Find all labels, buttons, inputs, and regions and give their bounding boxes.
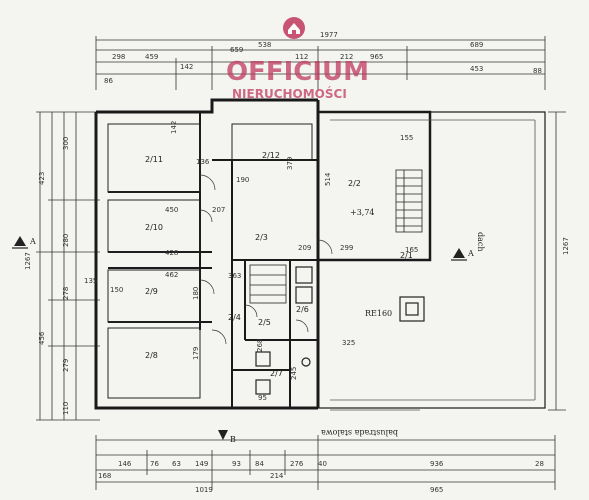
dim-in-v: 514 xyxy=(324,172,332,186)
dim-top-left-a: 86 xyxy=(104,77,113,85)
terrace-outline xyxy=(330,119,536,411)
dim-top-row4b: 142 xyxy=(180,63,193,71)
dim-bottom-e: 276 xyxy=(290,460,304,468)
right-dimension-lines xyxy=(548,111,566,411)
room-2-3: 2/3 xyxy=(255,233,268,242)
dim-bottom-m: 84 xyxy=(255,460,264,468)
left-dimension-lines xyxy=(36,111,100,421)
dim-top-row4e: 965 xyxy=(370,53,383,61)
roof-label: dach xyxy=(476,232,485,252)
dim-in-f: 428 xyxy=(165,249,178,257)
dim-top-row2b: 689 xyxy=(470,41,483,49)
watermark-brand-line1: OFFICIUM xyxy=(226,57,369,87)
dim-top-row4a: 298 xyxy=(112,53,125,61)
section-marker-left xyxy=(12,236,28,249)
dim-left-c: 300 xyxy=(62,137,70,150)
dim-in-k: 245 xyxy=(290,367,298,380)
room-2-6: 2/6 xyxy=(296,305,309,314)
dim-in-s: 142 xyxy=(170,121,178,134)
section-b-label: B xyxy=(230,435,236,444)
room-2-9: 2/9 xyxy=(145,287,158,296)
dim-left-d: 280 xyxy=(62,234,70,247)
dim-in-g: 462 xyxy=(165,271,178,279)
dim-in-u: 379 xyxy=(286,157,294,170)
dim-bottom-b: 936 xyxy=(430,460,444,468)
fixture-boxes xyxy=(255,266,425,395)
dim-left-e: 278 xyxy=(62,287,70,300)
section-a-right-label: A xyxy=(467,249,474,258)
room-boxes xyxy=(107,123,313,399)
dim-bottom-d: 93 xyxy=(232,460,241,468)
bottom-dimension-lines xyxy=(95,435,556,490)
dim-in-q: 135 xyxy=(84,277,97,285)
dim-top-right-a: 88 xyxy=(533,67,542,75)
dim-in-i: 180 xyxy=(192,287,200,300)
room-2-12: 2/12 xyxy=(262,151,280,160)
dim-in-r: 150 xyxy=(110,286,123,294)
dim-left-a: 423 xyxy=(38,172,46,185)
room-2-2: 2/2 xyxy=(348,179,361,188)
stairs xyxy=(249,169,423,304)
dim-bottom-l: 149 xyxy=(195,460,208,468)
dim-in-a: 136 xyxy=(196,158,210,166)
dim-top-row3a: 459 xyxy=(145,53,158,61)
dim-in-o: 299 xyxy=(340,244,353,252)
dim-bottom-i: 76 xyxy=(150,460,159,468)
dim-left-b: 456 xyxy=(38,331,46,345)
dim-in-n: 165 xyxy=(405,246,418,254)
dim-top-row2a: 538 xyxy=(258,41,271,49)
dim-in-w: 95 xyxy=(258,394,267,402)
dim-left-f: 279 xyxy=(62,359,70,372)
dim-top-row4c: 659 xyxy=(230,46,243,54)
door-swings xyxy=(199,174,333,345)
dim-top-row3d: 453 xyxy=(470,65,483,73)
room-2-5: 2/5 xyxy=(258,318,271,327)
room-2-10: 2/10 xyxy=(145,223,163,232)
dim-left-g: 110 xyxy=(62,402,70,415)
dim-in-e: 450 xyxy=(165,206,178,214)
dim-top-total: 1977 xyxy=(320,31,338,39)
dim-in-m: 179 xyxy=(192,347,200,360)
dim-right-total: 1267 xyxy=(562,237,570,255)
dim-in-p: 209 xyxy=(298,244,311,252)
top-dimension-lines xyxy=(95,36,546,90)
dim-in-b: 190 xyxy=(236,176,249,184)
dim-bottom-a: 965 xyxy=(430,486,443,494)
dim-bottom-total: 1019 xyxy=(195,486,213,494)
dim-bottom-n: 168 xyxy=(98,472,111,480)
railing-label: balustrada stalowa xyxy=(321,428,398,437)
dim-in-c: 207 xyxy=(212,206,225,214)
watermark-brand-line2: NIERUCHOMOŚCI xyxy=(232,86,347,101)
re-label: RE160 xyxy=(365,309,392,318)
section-marker-bottom xyxy=(218,430,228,440)
dim-top-row3b: 112 xyxy=(295,53,308,61)
dim-left-total: 1267 xyxy=(24,252,32,270)
section-a-left-label: A xyxy=(29,237,36,246)
room-2-11: 2/11 xyxy=(145,155,163,164)
dim-in-l: 325 xyxy=(342,339,355,347)
room-2-1: 2/1 xyxy=(400,251,413,260)
dim-bottom-f: 40 xyxy=(318,460,327,468)
room-2-7: 2/7 xyxy=(270,369,283,378)
dim-top-row3c: 212 xyxy=(340,53,353,61)
dim-in-t: 155 xyxy=(400,134,413,142)
room-2-8: 2/8 xyxy=(145,351,158,360)
dim-in-j: 268 xyxy=(256,339,264,352)
watermark-logo xyxy=(283,17,305,39)
dim-bottom-c: 214 xyxy=(270,472,284,480)
section-marker-right xyxy=(451,248,467,261)
elevation-mark: +3,74 xyxy=(350,208,375,217)
dim-bottom-k: 63 xyxy=(172,460,181,468)
dim-in-h: 363 xyxy=(228,272,241,280)
dim-bottom-g: 28 xyxy=(535,460,544,468)
dim-bottom-h: 146 xyxy=(118,460,132,468)
room-2-4: 2/4 xyxy=(228,313,241,322)
